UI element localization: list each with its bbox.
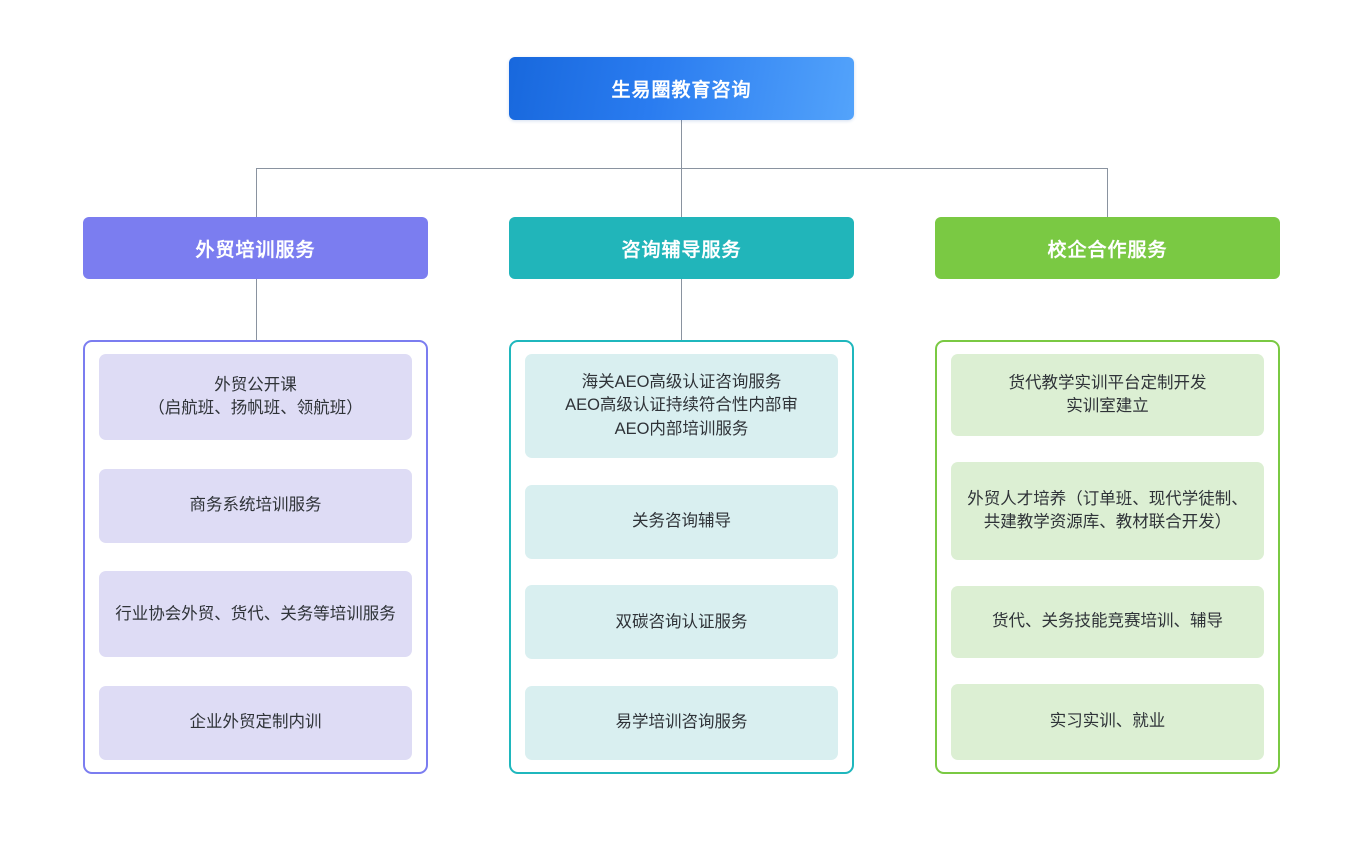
leaf-item[interactable]: 外贸人才培养（订单班、现代学徒制、共建教学资源库、教材联合开发） bbox=[951, 462, 1264, 560]
leaf-item[interactable]: 货代、关务技能竞赛培训、辅导 bbox=[951, 586, 1264, 658]
branch-header-3[interactable]: 校企合作服务 bbox=[935, 217, 1280, 279]
branch-header-2-label: 咨询辅导服务 bbox=[621, 239, 742, 261]
branch-body-2: 海关AEO高级认证咨询服务 AEO高级认证持续符合性内部审 AEO内部培训服务 … bbox=[509, 340, 854, 774]
leaf-item[interactable]: 关务咨询辅导 bbox=[525, 484, 838, 559]
connector-horizontal-bus bbox=[256, 168, 1108, 169]
leaf-item[interactable]: 货代教学实训平台定制开发 实训室建立 bbox=[951, 354, 1264, 436]
root-node-label: 生易圈教育咨询 bbox=[611, 80, 752, 101]
leaf-item[interactable]: 海关AEO高级认证咨询服务 AEO高级认证持续符合性内部审 AEO内部培训服务 bbox=[525, 354, 838, 458]
connector-branch-3-drop bbox=[1107, 168, 1108, 218]
connector-root-stem bbox=[681, 120, 682, 168]
branch-header-3-label: 校企合作服务 bbox=[1047, 239, 1168, 261]
branch-column-3: 校企合作服务 货代教学实训平台定制开发 实训室建立 外贸人才培养（订单班、现代学… bbox=[935, 217, 1280, 774]
leaf-item[interactable]: 商务系统培训服务 bbox=[99, 468, 412, 543]
leaf-item[interactable]: 企业外贸定制内训 bbox=[99, 685, 412, 760]
root-node[interactable]: 生易圈教育咨询 bbox=[509, 57, 854, 120]
branch-header-1[interactable]: 外贸培训服务 bbox=[83, 217, 428, 279]
branch-column-1: 外贸培训服务 外贸公开课 （启航班、扬帆班、领航班） 商务系统培训服务 行业协会… bbox=[83, 217, 428, 774]
leaf-item[interactable]: 易学培训咨询服务 bbox=[525, 685, 838, 760]
leaf-item[interactable]: 行业协会外贸、货代、关务等培训服务 bbox=[99, 571, 412, 658]
branch-body-3: 货代教学实训平台定制开发 实训室建立 外贸人才培养（订单班、现代学徒制、共建教学… bbox=[935, 340, 1280, 774]
branch-header-1-label: 外贸培训服务 bbox=[195, 239, 316, 261]
leaf-item[interactable]: 双碳咨询认证服务 bbox=[525, 585, 838, 660]
branch-header-2[interactable]: 咨询辅导服务 bbox=[509, 217, 854, 279]
leaf-item[interactable]: 实习实训、就业 bbox=[951, 684, 1264, 760]
leaf-item[interactable]: 外贸公开课 （启航班、扬帆班、领航班） bbox=[99, 354, 412, 440]
branch-body-1: 外贸公开课 （启航班、扬帆班、领航班） 商务系统培训服务 行业协会外贸、货代、关… bbox=[83, 340, 428, 774]
branch-column-2: 咨询辅导服务 海关AEO高级认证咨询服务 AEO高级认证持续符合性内部审 AEO… bbox=[509, 217, 854, 774]
